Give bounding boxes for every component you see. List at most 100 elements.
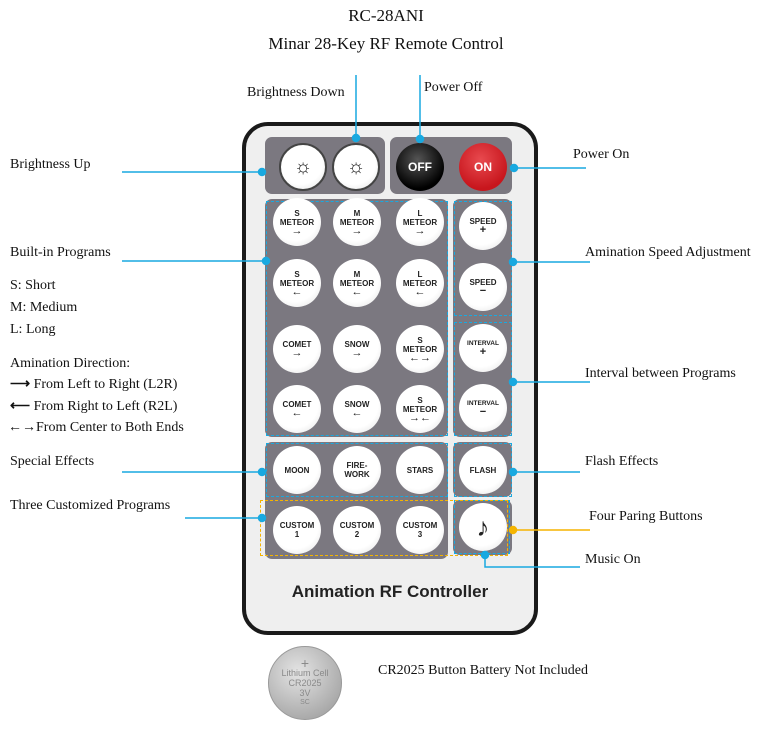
- label: INTERVAL: [467, 340, 499, 347]
- label: METEOR: [402, 278, 438, 288]
- arrow-left-icon: ⟵: [10, 399, 34, 414]
- interval-minus-button[interactable]: INTERVAL−: [459, 384, 507, 432]
- label-power-off: Power Off: [424, 80, 483, 95]
- direction-arrow-icon: →: [414, 224, 426, 237]
- speed-minus-button[interactable]: SPEED−: [459, 263, 507, 311]
- firework-button[interactable]: FIRE-WORK: [333, 446, 381, 494]
- label-speed: Amination Speed Adjustment: [585, 245, 751, 260]
- direction-arrow-icon: →: [291, 224, 303, 237]
- off-button[interactable]: OFF: [396, 143, 444, 191]
- label-builtin: Built-in Programs: [10, 245, 111, 260]
- label-brightness-up: Brightness Up: [10, 157, 91, 172]
- label: CUSTOM: [339, 521, 375, 530]
- program-button[interactable]: SNOW←: [333, 385, 381, 433]
- stars-button[interactable]: STARS: [396, 446, 444, 494]
- direction-arrow-icon: →: [351, 347, 363, 359]
- label: S: [294, 208, 300, 218]
- label: INTERVAL: [467, 400, 499, 407]
- label: SNOW: [344, 400, 370, 409]
- label-power-on: Power On: [573, 147, 630, 162]
- label-brightness-down: Brightness Down: [247, 85, 345, 100]
- label: SPEED: [469, 217, 497, 226]
- program-button[interactable]: COMET→: [273, 325, 321, 373]
- text: From Left to Right (L2R): [33, 377, 178, 392]
- label: CUSTOM: [279, 521, 315, 530]
- program-button[interactable]: COMET←: [273, 385, 321, 433]
- legend-short: S: Short: [10, 278, 56, 293]
- moon-button[interactable]: MOON: [273, 446, 321, 494]
- pairing-outline: [260, 500, 508, 556]
- label-battery: CR2025 Button Battery Not Included: [378, 663, 588, 678]
- product-title: Minar 28-Key RF Remote Control: [268, 34, 504, 53]
- label-music: Music On: [585, 552, 641, 567]
- label: S: [294, 269, 300, 279]
- battery-text: SC: [300, 699, 310, 706]
- label: M: [353, 208, 361, 218]
- brightness-down-button[interactable]: ☼: [332, 143, 380, 191]
- minus-icon: −: [479, 285, 487, 297]
- plus-icon: +: [300, 655, 310, 671]
- direction-arrow-icon: →: [291, 347, 303, 359]
- label: 3: [417, 530, 423, 539]
- program-button[interactable]: SNOW→: [333, 325, 381, 373]
- legend-long: L: Long: [10, 322, 56, 337]
- legend-l2r: ⟶ From Left to Right (L2R): [10, 376, 177, 393]
- direction-arrow-icon: ←: [291, 407, 303, 419]
- on-button[interactable]: ON: [459, 143, 507, 191]
- label: COMET: [282, 340, 312, 349]
- label: SPEED: [469, 278, 497, 287]
- direction-arrow-icon: ←: [351, 407, 363, 419]
- direction-arrow-icon: ←: [414, 285, 426, 298]
- battery-text: 3V: [299, 688, 311, 698]
- label: CUSTOM: [402, 521, 438, 530]
- brightness-up-button[interactable]: ☼: [279, 143, 327, 191]
- speed-plus-button[interactable]: SPEED+: [459, 202, 507, 250]
- direction-arrow-icon: ←: [351, 285, 363, 298]
- direction-arrow-icon: ←→: [409, 351, 431, 364]
- label: COMET: [282, 400, 312, 409]
- label-custom: Three Customized Programs: [10, 498, 171, 513]
- label: METEOR: [402, 344, 438, 354]
- music-button[interactable]: ♪: [459, 503, 507, 551]
- battery-text: Lithium Cell: [281, 668, 329, 678]
- label: METEOR: [402, 217, 438, 227]
- legend-center: ←→From Center to Both Ends: [8, 420, 184, 436]
- label: S: [417, 395, 423, 405]
- direction-arrow-icon: →: [351, 224, 363, 237]
- label-interval: Interval between Programs: [585, 366, 736, 381]
- label: METEOR: [339, 278, 375, 288]
- arrow-both-icon: ←→: [8, 420, 36, 435]
- text: From Right to Left (R2L): [33, 399, 178, 414]
- label: METEOR: [279, 278, 315, 288]
- special-outline: [266, 443, 448, 497]
- label: L: [417, 208, 423, 218]
- label: METEOR: [279, 217, 315, 227]
- label: S: [417, 335, 423, 345]
- label: 1: [294, 530, 300, 539]
- label: M: [353, 269, 361, 279]
- plus-icon: +: [479, 224, 487, 236]
- label: WORK: [344, 470, 370, 479]
- battery-image: + Lithium Cell CR2025 3V SC: [268, 646, 342, 720]
- plus-icon: +: [479, 346, 487, 358]
- legend-r2l: ⟵ From Right to Left (R2L): [10, 398, 177, 415]
- flash-button[interactable]: FLASH: [459, 446, 507, 494]
- interval-plus-button[interactable]: INTERVAL+: [459, 324, 507, 372]
- model-title: RC-28ANI: [348, 6, 424, 25]
- battery-text: CR2025: [288, 678, 322, 688]
- arrow-right-icon: ⟶: [10, 377, 34, 392]
- legend-direction: Amination Direction:: [10, 356, 131, 371]
- label: SNOW: [344, 340, 370, 349]
